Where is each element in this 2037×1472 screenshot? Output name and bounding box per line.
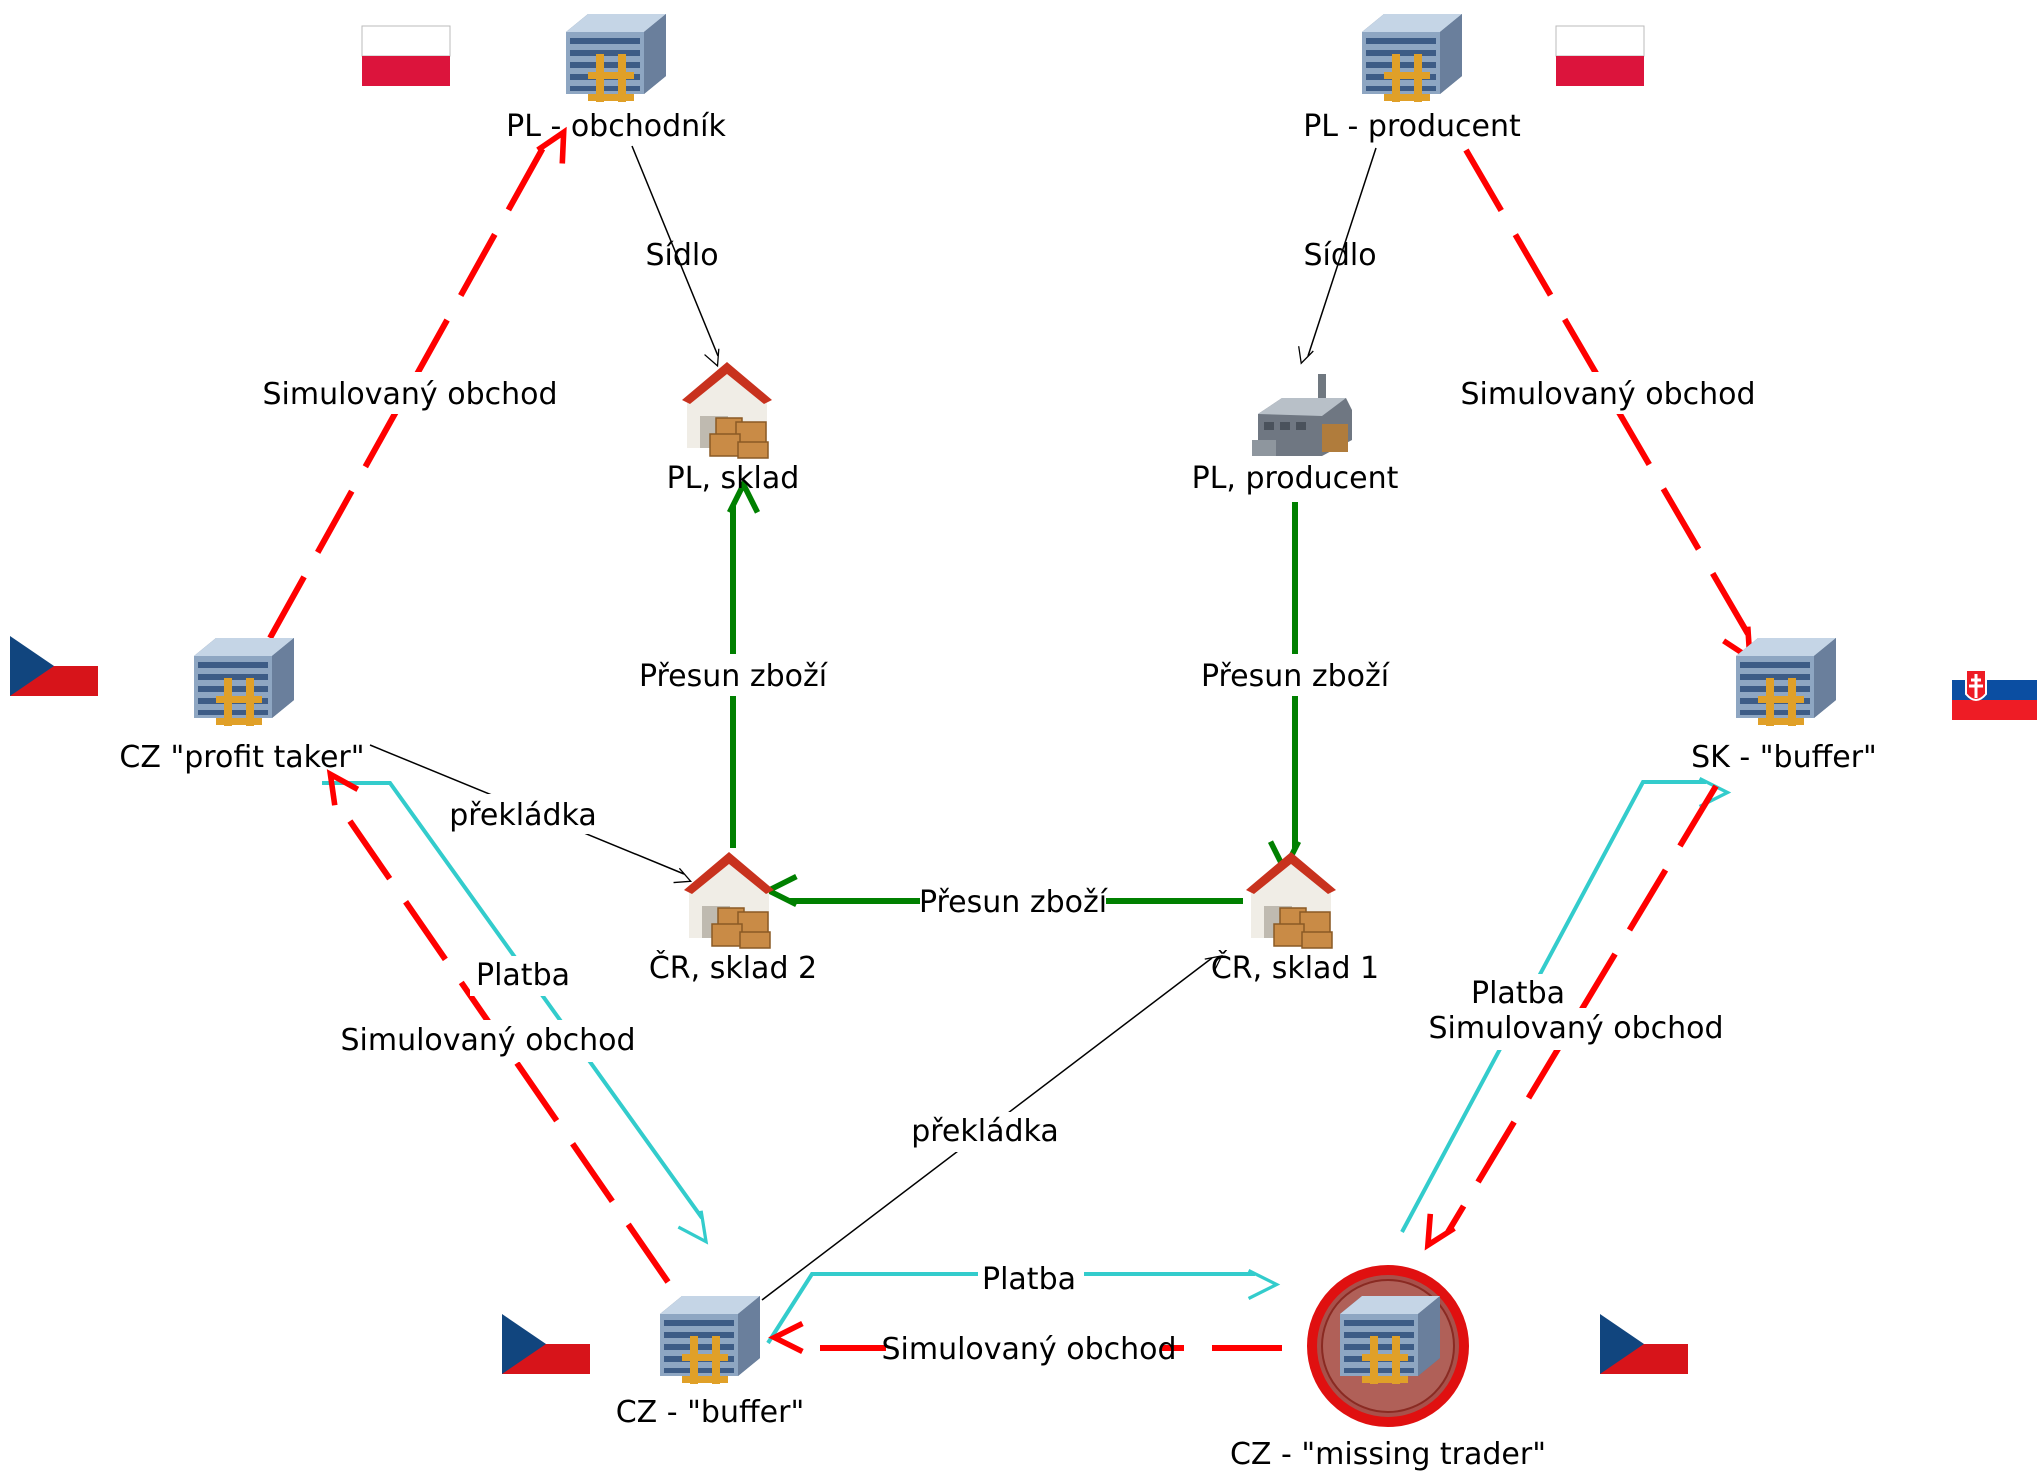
label-goods-right: Přesun zboží — [1201, 659, 1391, 694]
company-building-icon — [1736, 638, 1836, 726]
edge-payment-bottom — [766, 1269, 1281, 1345]
label-reload-top: překládka — [449, 798, 597, 833]
node-cz-warehouse-2[interactable]: ČR, sklad 2 — [649, 851, 817, 986]
node-label: ČR, sklad 2 — [649, 949, 817, 986]
node-label: PL - producent — [1303, 109, 1521, 144]
label-payment-bottom: Platba — [982, 1262, 1076, 1297]
factory-icon — [1252, 374, 1352, 456]
label-sidlo-right: Sídlo — [1303, 238, 1376, 273]
company-building-icon — [194, 638, 294, 726]
label-sim-left-bot: Simulovaný obchod — [340, 1023, 635, 1058]
node-pl-factory[interactable]: PL, producent — [1192, 374, 1399, 496]
warehouse-icon — [683, 851, 775, 949]
label-goods-bottom: Přesun zboží — [919, 885, 1109, 920]
czech-flag-icon — [10, 636, 98, 696]
czech-flag-icon — [1600, 1314, 1688, 1374]
node-label: ČR, sklad 1 — [1211, 949, 1379, 986]
node-label: CZ - "missing trader" — [1230, 1437, 1546, 1472]
node-label: CZ "profit taker" — [119, 740, 364, 775]
label-goods-left: Přesun zboží — [639, 659, 829, 694]
node-cz-profit-taker[interactable]: CZ "profit taker" — [119, 638, 365, 775]
node-sk-buffer[interactable]: SK - "buffer" — [1691, 638, 1877, 775]
node-label: PL, sklad — [667, 461, 800, 496]
label-sim-bottom: Simulovaný obchod — [881, 1332, 1176, 1367]
node-cz-missing-trader[interactable]: CZ - "missing trader" — [1230, 1265, 1546, 1472]
edge-sidlo-left — [631, 145, 720, 368]
node-label: PL, producent — [1192, 461, 1399, 496]
edge-sidlo-right — [1298, 147, 1377, 365]
label-sidlo-left: Sídlo — [645, 238, 718, 273]
slovak-flag-icon — [1950, 658, 2037, 722]
poland-flag-icon — [1555, 25, 1645, 87]
label-sim-left-top: Simulovaný obchod — [262, 377, 557, 412]
node-cz-buffer[interactable]: CZ - "buffer" — [616, 1296, 805, 1430]
node-pl-producer[interactable]: PL - producent — [1303, 14, 1521, 144]
label-payment-left: Platba — [476, 958, 570, 993]
warehouse-icon — [681, 361, 773, 459]
poland-flag-icon — [361, 25, 451, 87]
edge-payment-left — [322, 781, 709, 1245]
label-sim-right-bot: Simulovaný obchod — [1428, 1011, 1723, 1046]
label-payment-right: Platba — [1471, 976, 1565, 1011]
edge-payment-right — [1400, 777, 1732, 1233]
node-label: CZ - "buffer" — [616, 1395, 805, 1430]
company-building-icon — [566, 14, 666, 102]
edge-labels: Sídlo Sídlo Simulovaný obchod Simulovaný… — [262, 238, 1756, 1372]
czech-flag-icon — [502, 1314, 590, 1374]
node-pl-warehouse[interactable]: PL, sklad — [667, 361, 800, 496]
node-label: PL - obchodník — [506, 109, 726, 144]
company-building-icon — [660, 1296, 760, 1384]
company-building-icon — [1362, 14, 1462, 102]
label-reload-bottom: překládka — [911, 1114, 1059, 1149]
node-label: SK - "buffer" — [1691, 740, 1877, 775]
warehouse-icon — [1245, 851, 1337, 949]
node-cz-warehouse-1[interactable]: ČR, sklad 1 — [1211, 851, 1379, 986]
label-sim-right-top: Simulovaný obchod — [1460, 377, 1755, 412]
node-pl-trader[interactable]: PL - obchodník — [506, 14, 726, 144]
